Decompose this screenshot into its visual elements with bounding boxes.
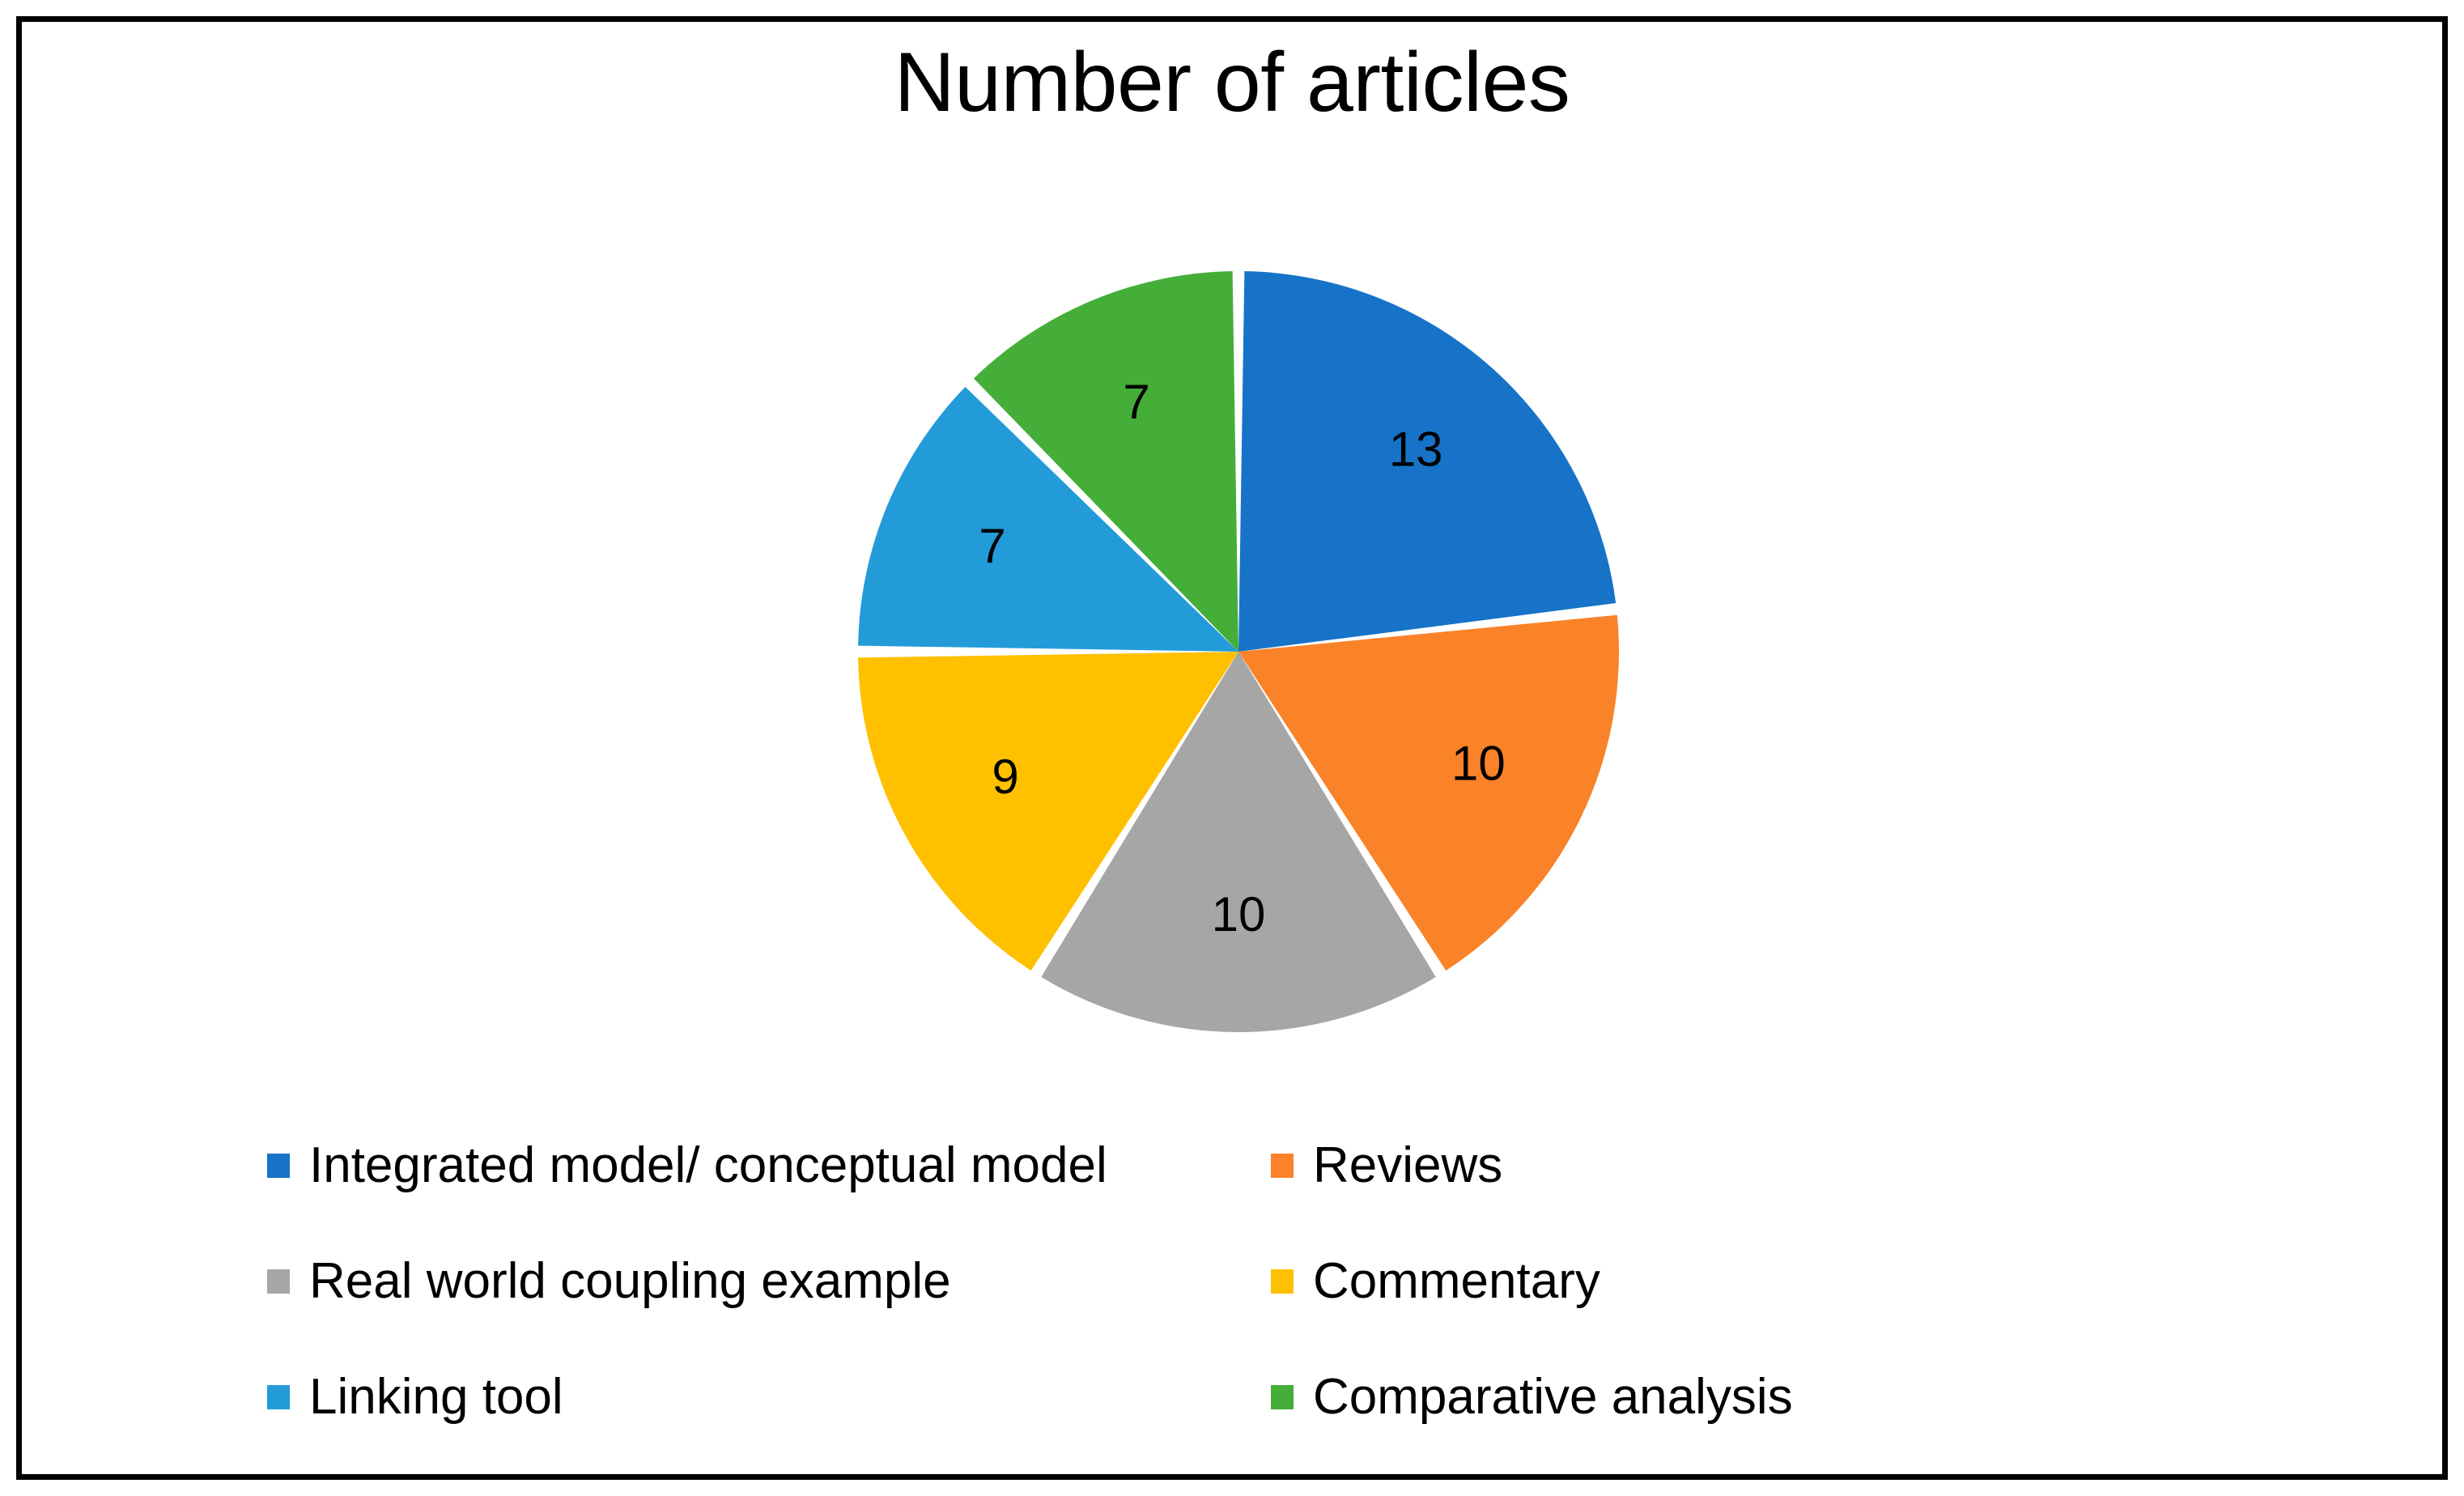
legend-item-integrated-model[interactable]: Integrated model/ conceptual model [267,1125,1107,1206]
pie-svg: 13 10 10 9 7 7 [858,271,1619,1032]
pie-slice-value-label: 10 [1212,887,1266,941]
pie-slice[interactable] [858,386,1238,652]
legend-label: Linking tool [309,1369,563,1425]
legend-label: Reviews [1313,1137,1503,1193]
legend-item-linking-tool[interactable]: Linking tool [267,1357,563,1438]
legend-item-comparative-analysis[interactable]: Comparative analysis [1271,1357,1793,1438]
pie-slice[interactable] [1041,652,1436,1032]
legend-swatch-icon [267,1385,290,1409]
legend-label: Integrated model/ conceptual model [309,1137,1107,1193]
pie-slice[interactable] [1238,614,1619,971]
legend-swatch-icon [267,1154,290,1178]
pie-slice-group [858,271,1619,1032]
pie-plot-area: 13 10 10 9 7 7 [834,247,1643,1056]
pie-slice-value-label: 13 [1389,423,1443,477]
legend-item-commentary[interactable]: Commentary [1271,1241,1600,1322]
pie-slice-value-label: 7 [1123,375,1149,429]
pie-slice[interactable] [973,271,1238,652]
legend-swatch-icon [1271,1385,1294,1409]
legend-row: Integrated model/ conceptual model Revie… [267,1125,2210,1206]
legend-row: Linking tool Comparative analysis [267,1357,2210,1438]
pie-slice[interactable] [1238,271,1616,652]
pie-slice-value-label: 9 [992,750,1018,804]
legend-label: Comparative analysis [1313,1369,1793,1425]
pie-label-group: 13 10 10 9 7 7 [979,375,1505,941]
chart-title: Number of articles [894,36,1570,130]
legend-row: Real world coupling example Commentary [267,1241,2210,1322]
pie-slice-value-label: 10 [1451,737,1506,791]
legend-swatch-icon [1271,1154,1294,1178]
legend-swatch-icon [267,1269,290,1294]
legend-label: Real world coupling example [309,1253,951,1309]
legend-item-reviews[interactable]: Reviews [1271,1125,1502,1206]
pie-slice[interactable] [858,652,1238,971]
legend-swatch-icon [1271,1269,1294,1294]
chart-legend: Integrated model/ conceptual model Revie… [267,1125,2210,1449]
legend-item-real-world-coupling-example[interactable]: Real world coupling example [267,1241,951,1322]
legend-label: Commentary [1313,1253,1600,1309]
pie-slice-value-label: 7 [979,519,1005,573]
